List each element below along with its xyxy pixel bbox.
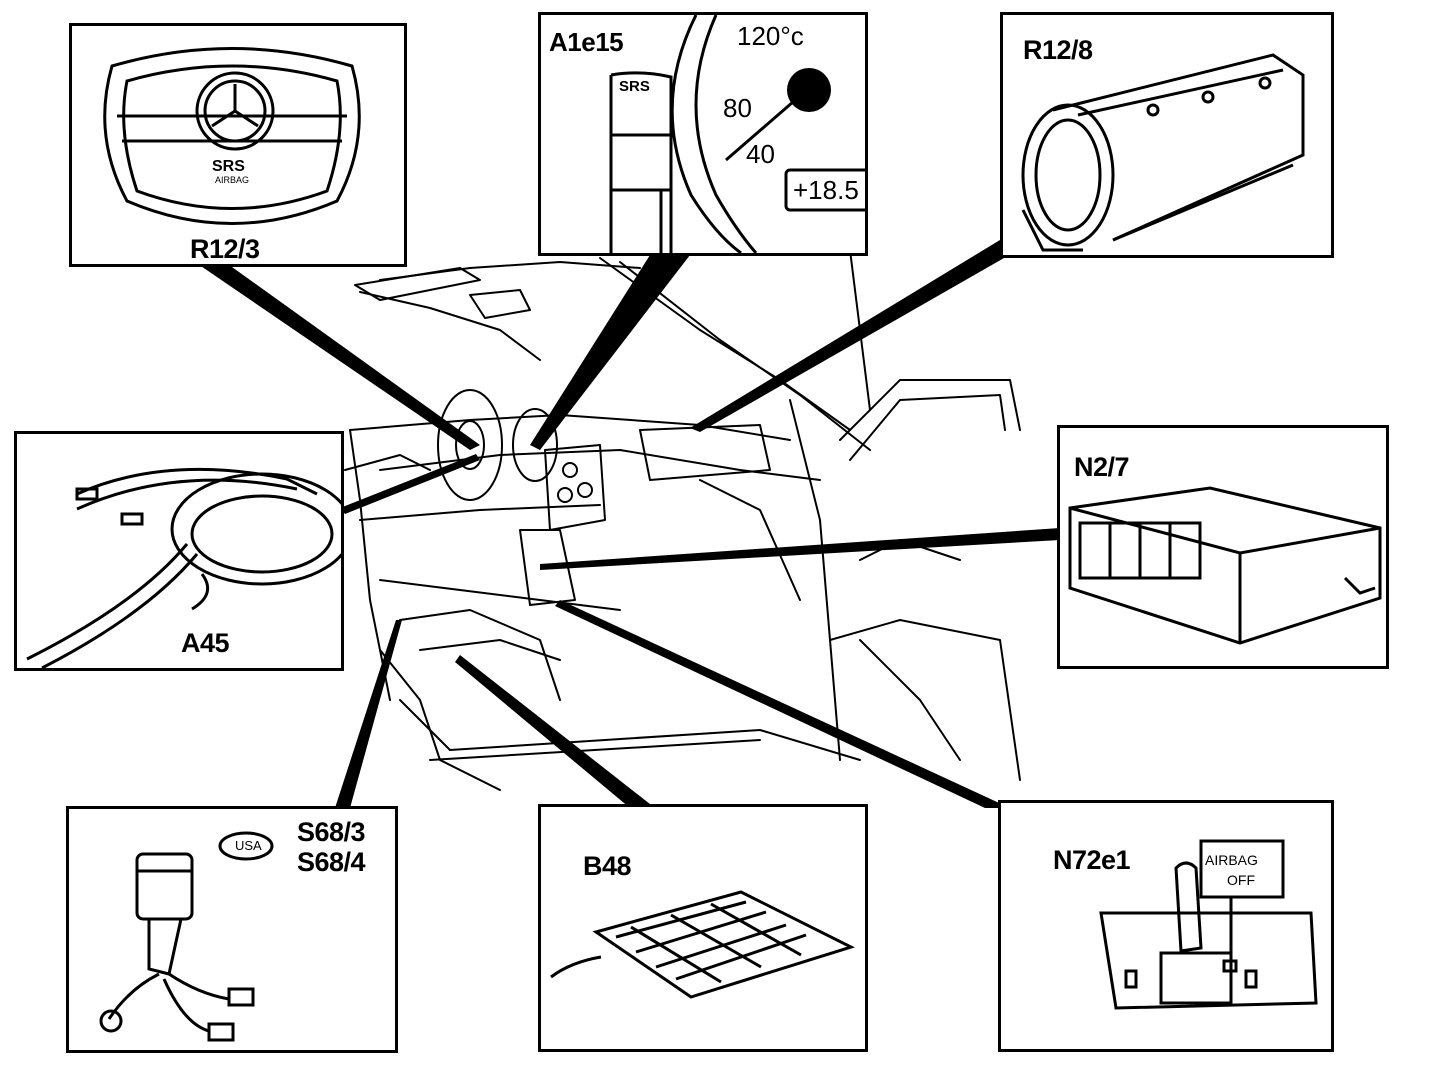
panel-n72e1: N72e1 AIRBAG OFF <box>998 800 1334 1052</box>
gauge-mark-40: 40 <box>746 139 775 169</box>
airbag-off-indicator-illustration <box>1099 839 1318 1010</box>
srs-control-unit-illustration <box>1068 486 1382 645</box>
srs-warning-lamp-illustration <box>609 15 865 253</box>
label-a45: A45 <box>181 628 230 658</box>
label-n2-7: N2/7 <box>1074 452 1130 482</box>
srs-badge-text: SRS <box>212 158 245 175</box>
panel-b48: B48 <box>538 804 868 1052</box>
temperature-readout: +18.5 <box>793 175 859 205</box>
panel-r12-3: SRS AIRBAG R12/3 <box>69 23 407 267</box>
panel-a45: A45 <box>14 431 344 671</box>
label-b48: B48 <box>583 851 632 881</box>
panel-a1e15: A1e15 SRS 120°c 80 40 +18.5 <box>538 12 868 256</box>
driver-airbag-illustration <box>103 47 361 225</box>
airbag-badge-text: AIRBAG <box>215 175 250 185</box>
srs-lamp-text: SRS <box>619 78 650 95</box>
passenger-airbag-illustration <box>1021 53 1305 252</box>
label-r12-3: R12/3 <box>190 234 260 264</box>
panel-n2-7: N2/7 <box>1057 425 1389 669</box>
label-s68-4: S68/4 <box>297 847 366 877</box>
gauge-mark-80: 80 <box>723 93 752 123</box>
airbag-off-text-line1: AIRBAG <box>1205 852 1258 868</box>
usa-badge-text: USA <box>235 838 262 853</box>
label-a1e15: A1e15 <box>549 27 624 57</box>
label-s68-3: S68/3 <box>297 817 366 847</box>
panel-s68: USA S68/3 S68/4 <box>66 806 398 1053</box>
seat-belt-buckle-illustration <box>99 831 274 1042</box>
temperature-unit: 120°c <box>737 21 804 51</box>
clock-spring-illustration <box>26 467 341 668</box>
panel-r12-8: R12/8 <box>1000 12 1334 258</box>
label-n72e1: N72e1 <box>1053 845 1131 875</box>
occupancy-sensor-mat-illustration <box>550 890 855 999</box>
airbag-off-text-line2: OFF <box>1227 872 1255 888</box>
label-r12-8: R12/8 <box>1023 35 1093 65</box>
